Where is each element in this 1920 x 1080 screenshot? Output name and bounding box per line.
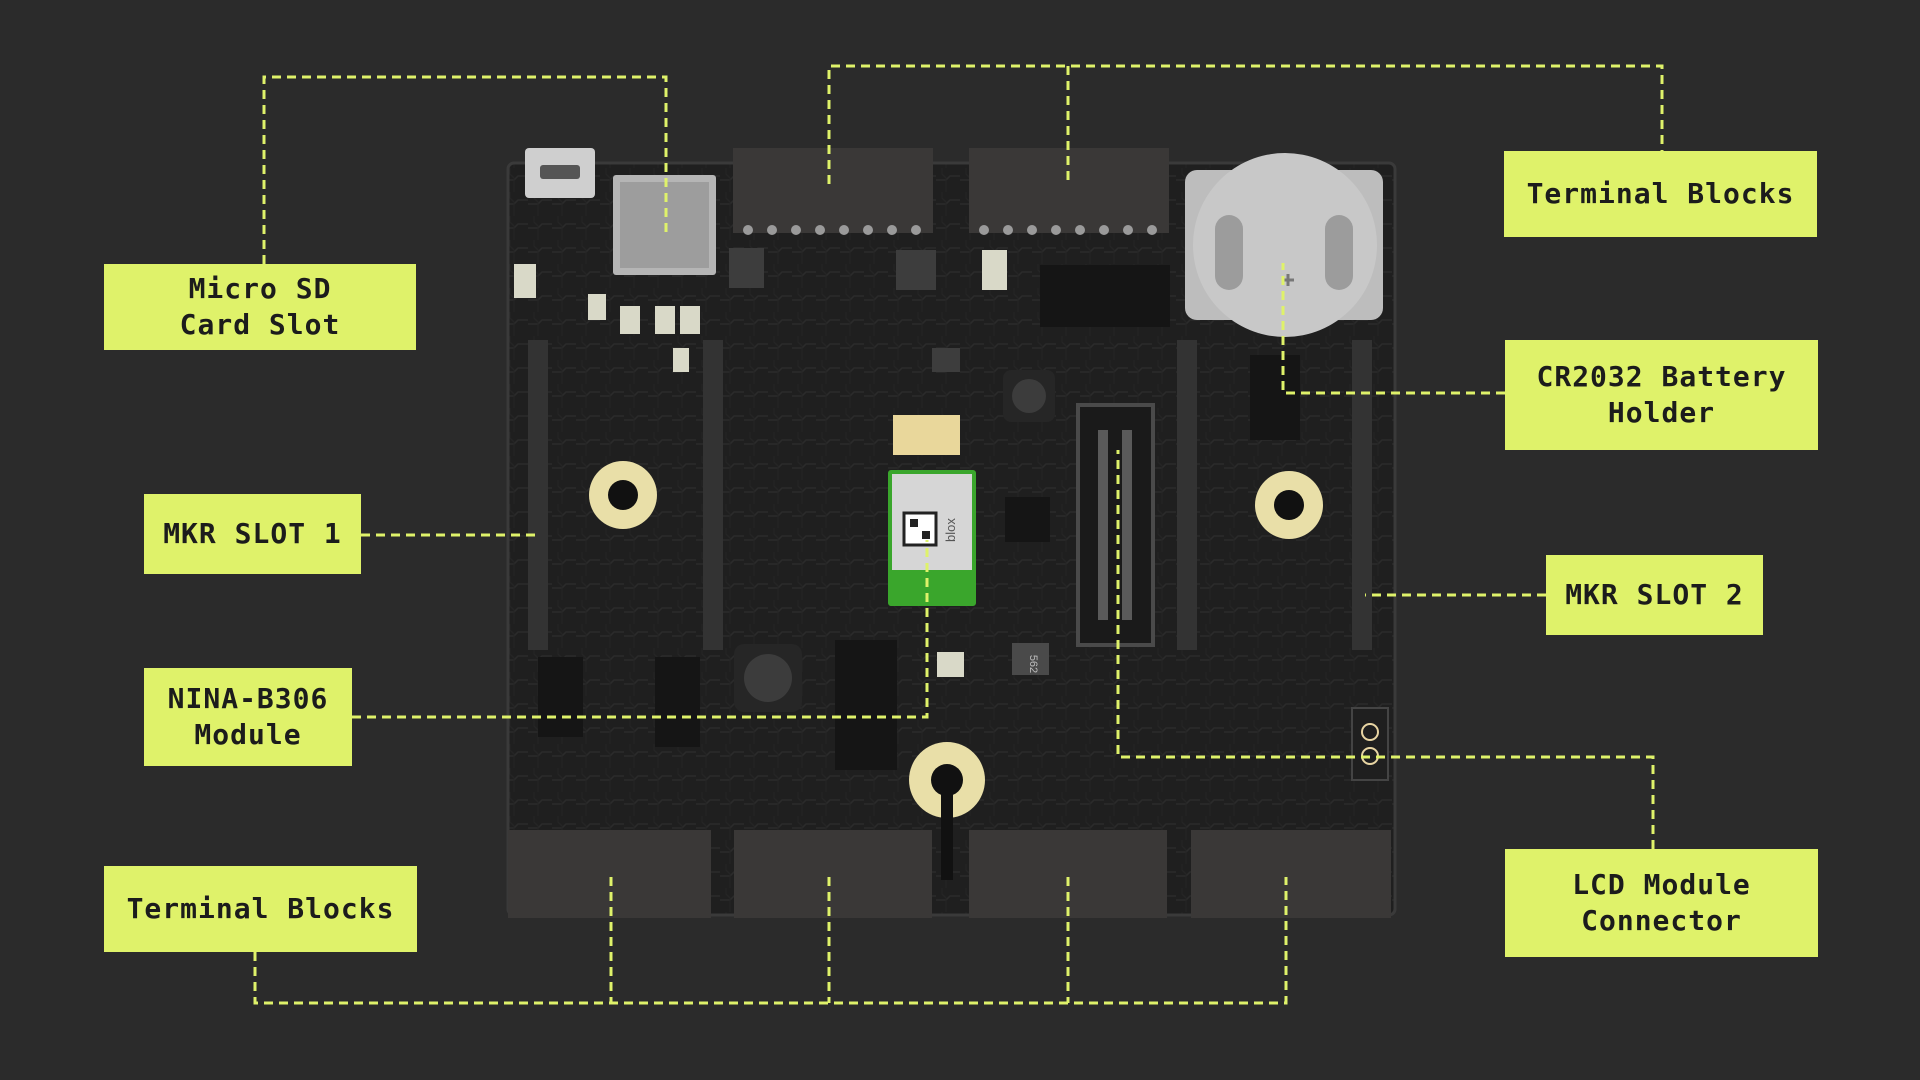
terminal-block-top-1 (733, 148, 933, 233)
label-terminal-blocks-bottom: Terminal Blocks (104, 866, 417, 952)
label-line: CR2032 Battery (1536, 360, 1787, 393)
mkr-slot-2-header-left (1177, 340, 1197, 650)
mounting-hole-left (589, 461, 657, 529)
module-brand-label: blox (943, 518, 958, 542)
label-line: LCD Module (1572, 868, 1751, 901)
leader-line-micro-sd (262, 75, 668, 264)
nina-b306-module: blox (888, 470, 976, 606)
inductor-code-label: 562 (1027, 655, 1039, 673)
ic-chip (835, 640, 897, 770)
ic-chip (1005, 497, 1050, 542)
label-line: Connector (1581, 904, 1742, 937)
lcd-connector (1076, 403, 1155, 647)
mkr-slot-1-header-right (703, 340, 723, 650)
ic-chip (896, 250, 936, 290)
label-mkr-slot-2: MKR SLOT 2 (1546, 555, 1763, 635)
arduino-logo (1351, 707, 1389, 781)
label-line: Micro SD (188, 272, 332, 305)
leader-line-nina (352, 540, 929, 719)
leader-line-lcd (1116, 450, 1655, 849)
mounting-hole-right (1255, 471, 1323, 539)
terminal-block-bottom-4 (1191, 830, 1391, 918)
ic-chip (729, 248, 764, 288)
mkr-slot-2-header-right (1352, 340, 1372, 650)
cr2032-holder (1185, 153, 1383, 337)
label-terminal-blocks-top: Terminal Blocks (1504, 151, 1817, 237)
leader-line-terminal-top (827, 64, 1664, 184)
label-line: NINA-B306 (167, 682, 329, 715)
leader-line-cr2032 (1281, 263, 1505, 395)
ic-chip (655, 657, 700, 747)
ic-chip (932, 348, 960, 372)
yellow-capacitor (893, 415, 960, 455)
label-mkr-slot-1: MKR SLOT 1 (144, 494, 361, 574)
label-line: Terminal Blocks (126, 892, 395, 925)
mkr-slot-1-header-left (528, 340, 548, 650)
ic-chip (538, 657, 583, 737)
terminal-block-bottom-1 (508, 830, 711, 918)
label-line: MKR SLOT 2 (1565, 578, 1744, 611)
ic-chip (1040, 265, 1170, 327)
label-line: Card Slot (179, 308, 341, 341)
label-line: Terminal Blocks (1526, 177, 1795, 210)
inductor-bottom (734, 644, 802, 712)
mounting-hole-bottom (909, 742, 985, 880)
label-line: MKR SLOT 1 (163, 517, 342, 550)
terminal-block-bottom-2 (734, 830, 932, 918)
inductor-top (1003, 370, 1055, 422)
label-line: Module (194, 718, 302, 751)
label-line: Holder (1607, 396, 1716, 429)
leader-line-terminal-bottom (253, 877, 1288, 1005)
ic-chip (1250, 355, 1300, 440)
terminal-block-bottom-3 (969, 830, 1167, 918)
